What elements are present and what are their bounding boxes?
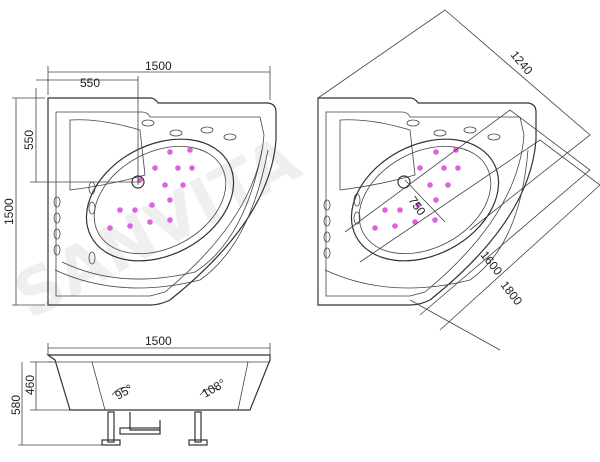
dim-seat-width: 550 (80, 76, 100, 90)
basin-right (350, 138, 500, 262)
pink-jets-right (372, 147, 461, 231)
dim-diag-750: 750 (406, 194, 429, 219)
diag-dim-lines (317, 9, 600, 351)
side-jets-right (323, 119, 501, 259)
angle-right: 108° (200, 376, 229, 401)
dim-side-width: 1500 (145, 334, 172, 348)
dim-diag-1800: 1800 (498, 278, 526, 308)
pink-jets-left (107, 147, 195, 231)
dim-seat-height: 550 (22, 130, 36, 150)
watermark: SANVITA (3, 123, 313, 334)
top-view-left: 1500 550 550 1500 (2, 59, 277, 306)
basin-left (85, 138, 235, 262)
tub-outline-right (317, 97, 537, 306)
seat-right (339, 119, 416, 191)
dim-lines-side (18, 343, 271, 446)
dim-diag-1600: 1600 (478, 248, 506, 278)
dim-diag-1240: 1240 (508, 48, 536, 78)
top-view-right: 1240 750 1600 1800 (317, 9, 600, 351)
side-outline (46, 354, 271, 411)
dim-top-height: 1500 (2, 198, 16, 225)
side-feet (101, 411, 208, 446)
side-jets-left (53, 119, 237, 265)
angle-left: 95° (113, 381, 136, 402)
seat-left (69, 119, 146, 191)
dim-side-460: 460 (23, 375, 37, 395)
tub-outline-left (47, 97, 277, 306)
side-view: 95° 108° 1500 460 580 (9, 334, 271, 446)
dim-lines-top-left (12, 66, 271, 306)
dim-top-width: 1500 (145, 59, 172, 73)
dim-side-580: 580 (9, 395, 23, 415)
